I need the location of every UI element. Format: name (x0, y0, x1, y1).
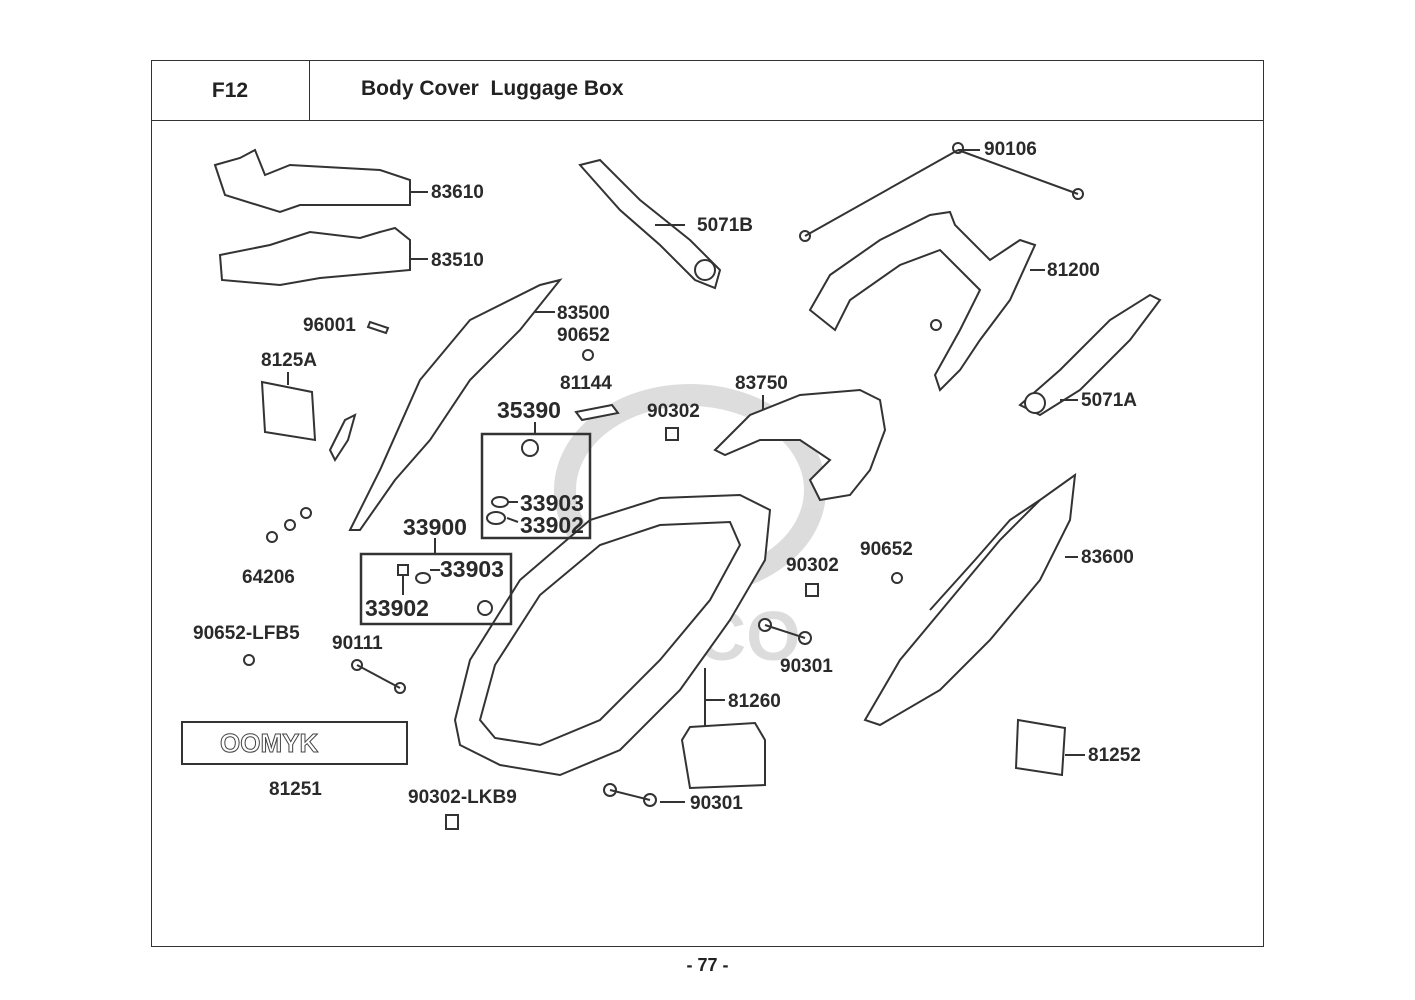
label-90302-b: 90302 (786, 555, 839, 576)
label-83750: 83750 (735, 373, 788, 394)
label-81260: 81260 (728, 691, 781, 712)
label-33902: 33902 (520, 512, 584, 538)
label-90652: 90652 (557, 325, 610, 346)
label-81252: 81252 (1088, 745, 1141, 766)
part-83500-brace (328, 413, 357, 463)
part-81251 (181, 721, 408, 765)
label-83500: 83500 (557, 303, 610, 324)
label-81200: 81200 (1047, 260, 1100, 281)
part-81260 (680, 721, 766, 790)
part-81144 (574, 403, 620, 422)
part-83600 (863, 472, 1077, 727)
diagram-frame (151, 60, 1264, 947)
label-5071A: 5071A (1081, 390, 1137, 411)
label-81251: 81251 (269, 779, 322, 800)
label-33900: 33900 (403, 514, 467, 540)
leader-lines (287, 149, 1085, 803)
label-35390: 35390 (497, 397, 561, 423)
part-83610 (213, 148, 411, 214)
part-83500 (348, 278, 563, 531)
part-5071A (1018, 293, 1162, 417)
label-5071B: 5071B (697, 215, 753, 236)
header-divider (151, 120, 1264, 121)
part-5071B (578, 158, 722, 290)
part-64206 (266, 531, 278, 543)
label-90111: 90111 (332, 633, 383, 654)
label-83510: 83510 (431, 250, 484, 271)
label-83610: 83610 (431, 182, 484, 203)
page-title: Body Cover Luggage Box (361, 77, 624, 100)
label-90301: 90301 (780, 656, 833, 677)
part-8125A (260, 380, 317, 442)
label-81144: 81144 (560, 373, 612, 394)
label-8125A: 8125A (261, 350, 317, 371)
label-96001: 96001 (303, 315, 356, 336)
page-number: - 77 - (686, 955, 729, 975)
svg-text:OOMYK: OOMYK (220, 728, 318, 758)
label-90302-LKB9: 90302-LKB9 (408, 787, 517, 808)
part-96001 (366, 320, 390, 335)
label-90302: 90302 (647, 401, 700, 422)
label-64206: 64206 (242, 567, 295, 588)
label-90652-b: 90652 (860, 539, 913, 560)
part-83750 (713, 388, 887, 502)
label-90301-b: 90301 (690, 793, 743, 814)
part-81252 (1014, 718, 1067, 777)
label-83600: 83600 (1081, 547, 1134, 568)
label-33903-b: 33903 (440, 556, 504, 582)
label-90106: 90106 (984, 139, 1037, 160)
section-code: F12 (151, 60, 310, 121)
label-90652-LFB5: 90652-LFB5 (193, 623, 300, 644)
part-83510 (218, 226, 411, 287)
label-33902-b: 33902 (365, 595, 429, 621)
label-33903: 33903 (520, 490, 584, 516)
part-81200 (808, 210, 1037, 392)
